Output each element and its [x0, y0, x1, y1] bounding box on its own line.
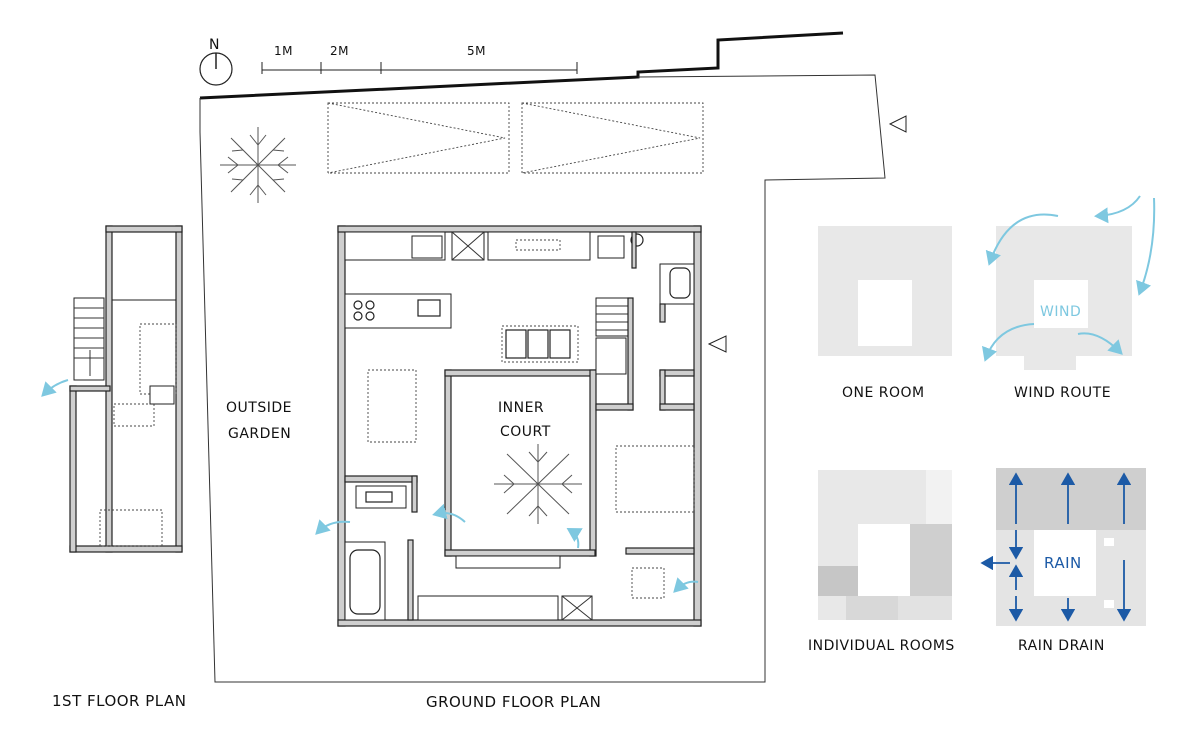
tree-icon	[220, 127, 296, 203]
outside-garden-label-line1: OUTSIDE	[226, 400, 292, 416]
ground-floor-plan	[315, 225, 702, 627]
ground-floor-plan-title: GROUND FLOOR PLAN	[426, 693, 601, 711]
wind-arrow-icon	[985, 213, 1059, 266]
diagram-individual-rooms: INDIVIDUAL ROOMS	[808, 470, 955, 654]
outside-garden-label-line2: GARDEN	[228, 426, 291, 442]
diagram-wind-route: WIND WIND ROUTE	[982, 195, 1156, 401]
wind-route-caption: WIND ROUTE	[1014, 385, 1111, 401]
wind-arrow-icon	[673, 577, 699, 593]
tree-icon	[494, 444, 582, 524]
wind-arrow-icon	[566, 527, 583, 549]
diagram-rain-drain: RAIN RAIN DRAIN	[980, 468, 1146, 654]
parking-spaces	[327, 102, 704, 174]
wind-arrow-icon	[1094, 195, 1141, 224]
wind-arrow-icon	[1136, 197, 1156, 296]
one-room-caption: ONE ROOM	[842, 385, 925, 401]
individual-rooms-caption: INDIVIDUAL ROOMS	[808, 638, 955, 654]
wind-label: WIND	[1040, 304, 1081, 320]
diagram-one-room: ONE ROOM	[818, 226, 952, 401]
wind-arrow-icon	[1077, 332, 1123, 355]
rain-drain-caption: RAIN DRAIN	[1018, 638, 1105, 654]
wind-arrow-icon	[41, 379, 69, 397]
north-arrow-icon: N	[199, 37, 233, 86]
wind-arrow-icon	[432, 503, 466, 523]
site-boundary	[199, 31, 886, 683]
first-floor-plan	[41, 225, 183, 553]
inner-court-label-line1: INNER	[498, 400, 544, 416]
scale-label-2m: 2M	[330, 44, 349, 58]
scale-bar: 1M 2M 5M	[261, 44, 578, 74]
entrance-triangle-icon	[888, 115, 907, 133]
entrance-triangle-icon	[707, 335, 727, 353]
inner-court-label-line2: COURT	[500, 424, 551, 440]
wind-arrow-icon	[982, 323, 1035, 362]
rain-label: RAIN	[1044, 554, 1082, 572]
wind-arrow-icon	[315, 519, 351, 535]
scale-label-5m: 5M	[467, 44, 486, 58]
compass-label: N	[209, 37, 220, 53]
scale-label-1m: 1M	[274, 44, 293, 58]
first-floor-plan-title: 1ST FLOOR PLAN	[52, 692, 186, 710]
